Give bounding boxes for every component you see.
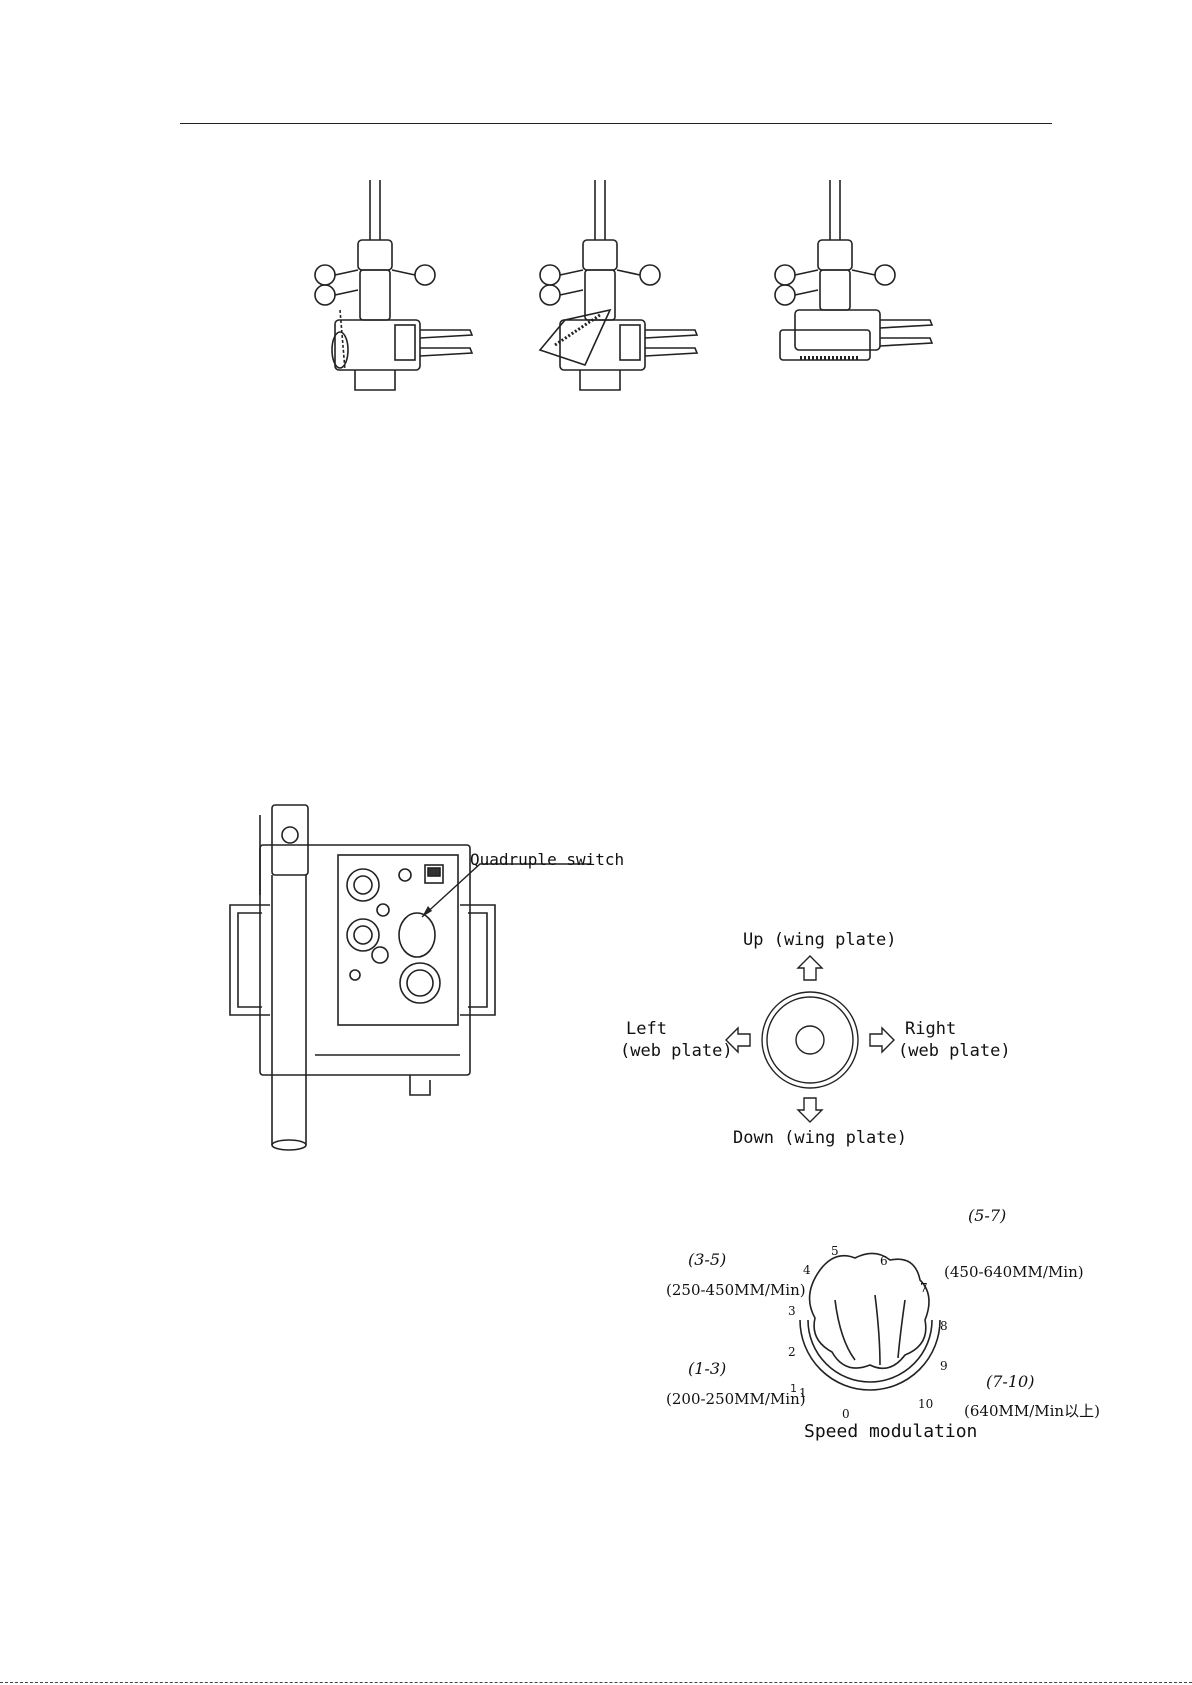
joystick-direction-diagram xyxy=(690,950,930,1120)
quadruple-switch-label: Quadruple switch xyxy=(470,850,624,870)
footer-rule xyxy=(0,1682,1192,1683)
header-rule xyxy=(180,123,1052,124)
direction-right-label: Right xyxy=(905,1019,956,1039)
speed-modulation-title: Speed modulation xyxy=(804,1422,977,1442)
dial-mark-8: 8 xyxy=(940,1316,948,1336)
dial-mark-6: 6 xyxy=(880,1251,888,1271)
speed-value-5-7: (450-640MM/Min) xyxy=(944,1262,1084,1282)
dial-mark-4: 4 xyxy=(803,1260,811,1280)
speed-range-7-10: (7-10) xyxy=(986,1372,1034,1392)
speed-value-7-10: (640MM/Min以上) xyxy=(964,1401,1100,1421)
speed-range-5-7: (5-7) xyxy=(968,1206,1006,1226)
dial-mark-2: 2 xyxy=(788,1342,796,1362)
dial-mark-10: 10 xyxy=(918,1394,933,1414)
direction-right-sub-label: (web plate) xyxy=(898,1041,1011,1061)
dial-mark-3: 3 xyxy=(788,1301,796,1321)
dial-mark-7: 7 xyxy=(920,1278,928,1298)
dial-mark-5: 5 xyxy=(831,1241,839,1261)
speed-range-3-5: (3-5) xyxy=(688,1250,726,1270)
switch-callout-line xyxy=(420,862,600,922)
direction-up-label: Up (wing plate) xyxy=(743,930,897,950)
torch-illustration-2 xyxy=(525,180,705,400)
speed-range-1-3: (1-3) xyxy=(688,1359,726,1379)
direction-left-sub-label: (web plate) xyxy=(620,1041,733,1061)
speed-value-1-3: (200-250MM/Min) xyxy=(666,1389,806,1409)
direction-left-label: Left xyxy=(626,1019,667,1039)
direction-down-label: Down (wing plate) xyxy=(733,1128,907,1148)
torch-illustration-3 xyxy=(760,180,940,400)
control-box-illustration xyxy=(220,805,510,1155)
speed-value-3-5: (250-450MM/Min) xyxy=(666,1280,806,1300)
torch-illustration-1 xyxy=(300,180,480,400)
dial-mark-9: 9 xyxy=(940,1356,948,1376)
